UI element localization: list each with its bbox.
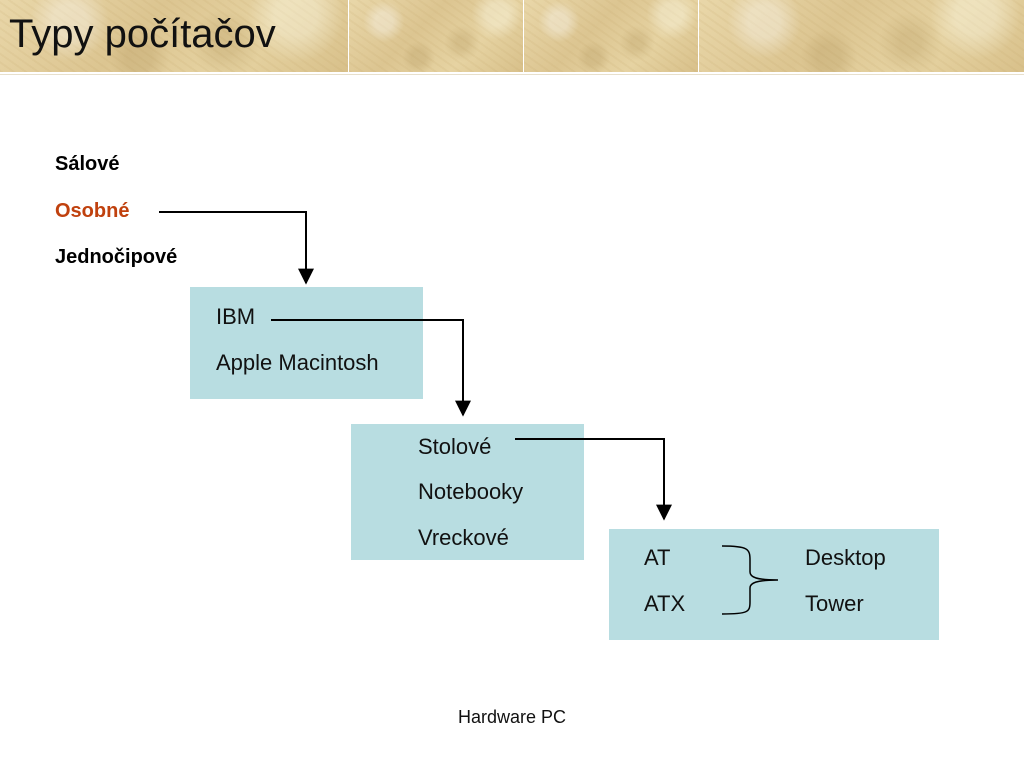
- category-osobne: Osobné: [55, 200, 130, 222]
- form-factors-box: Stolové Notebooky Vreckové: [351, 424, 584, 560]
- brace-right: [721, 545, 779, 615]
- slide-title: Typy počítačov: [9, 12, 276, 56]
- slide-footer: Hardware PC: [457, 707, 567, 727]
- form-stolove: Stolové: [418, 434, 492, 459]
- case-tower: Tower: [805, 591, 864, 616]
- header-panel: [0, 0, 349, 72]
- vendor-apple-macintosh: Apple Macintosh: [216, 350, 379, 375]
- arrow-osobne-to-vendors: [159, 211, 314, 285]
- arrow-ibm-to-forms: [271, 319, 471, 417]
- header-panel: [524, 0, 699, 72]
- header-banner: [0, 0, 1024, 75]
- form-vreckove: Vreckové: [418, 525, 509, 550]
- standard-at: AT: [644, 545, 671, 570]
- arrow-stolove-to-cases: [515, 438, 672, 521]
- standard-atx: ATX: [644, 591, 686, 616]
- header-panel: [349, 0, 524, 72]
- case-desktop: Desktop: [805, 545, 886, 570]
- vendors-box: IBM Apple Macintosh: [190, 287, 423, 399]
- header-panel: [699, 0, 1024, 72]
- category-jednocipove: Jednočipové: [55, 246, 178, 268]
- case-standards-box: AT ATX Desktop Tower: [609, 529, 939, 640]
- vendor-ibm: IBM: [216, 304, 256, 329]
- form-notebooky: Notebooky: [418, 479, 524, 504]
- category-salove: Sálové: [55, 153, 120, 175]
